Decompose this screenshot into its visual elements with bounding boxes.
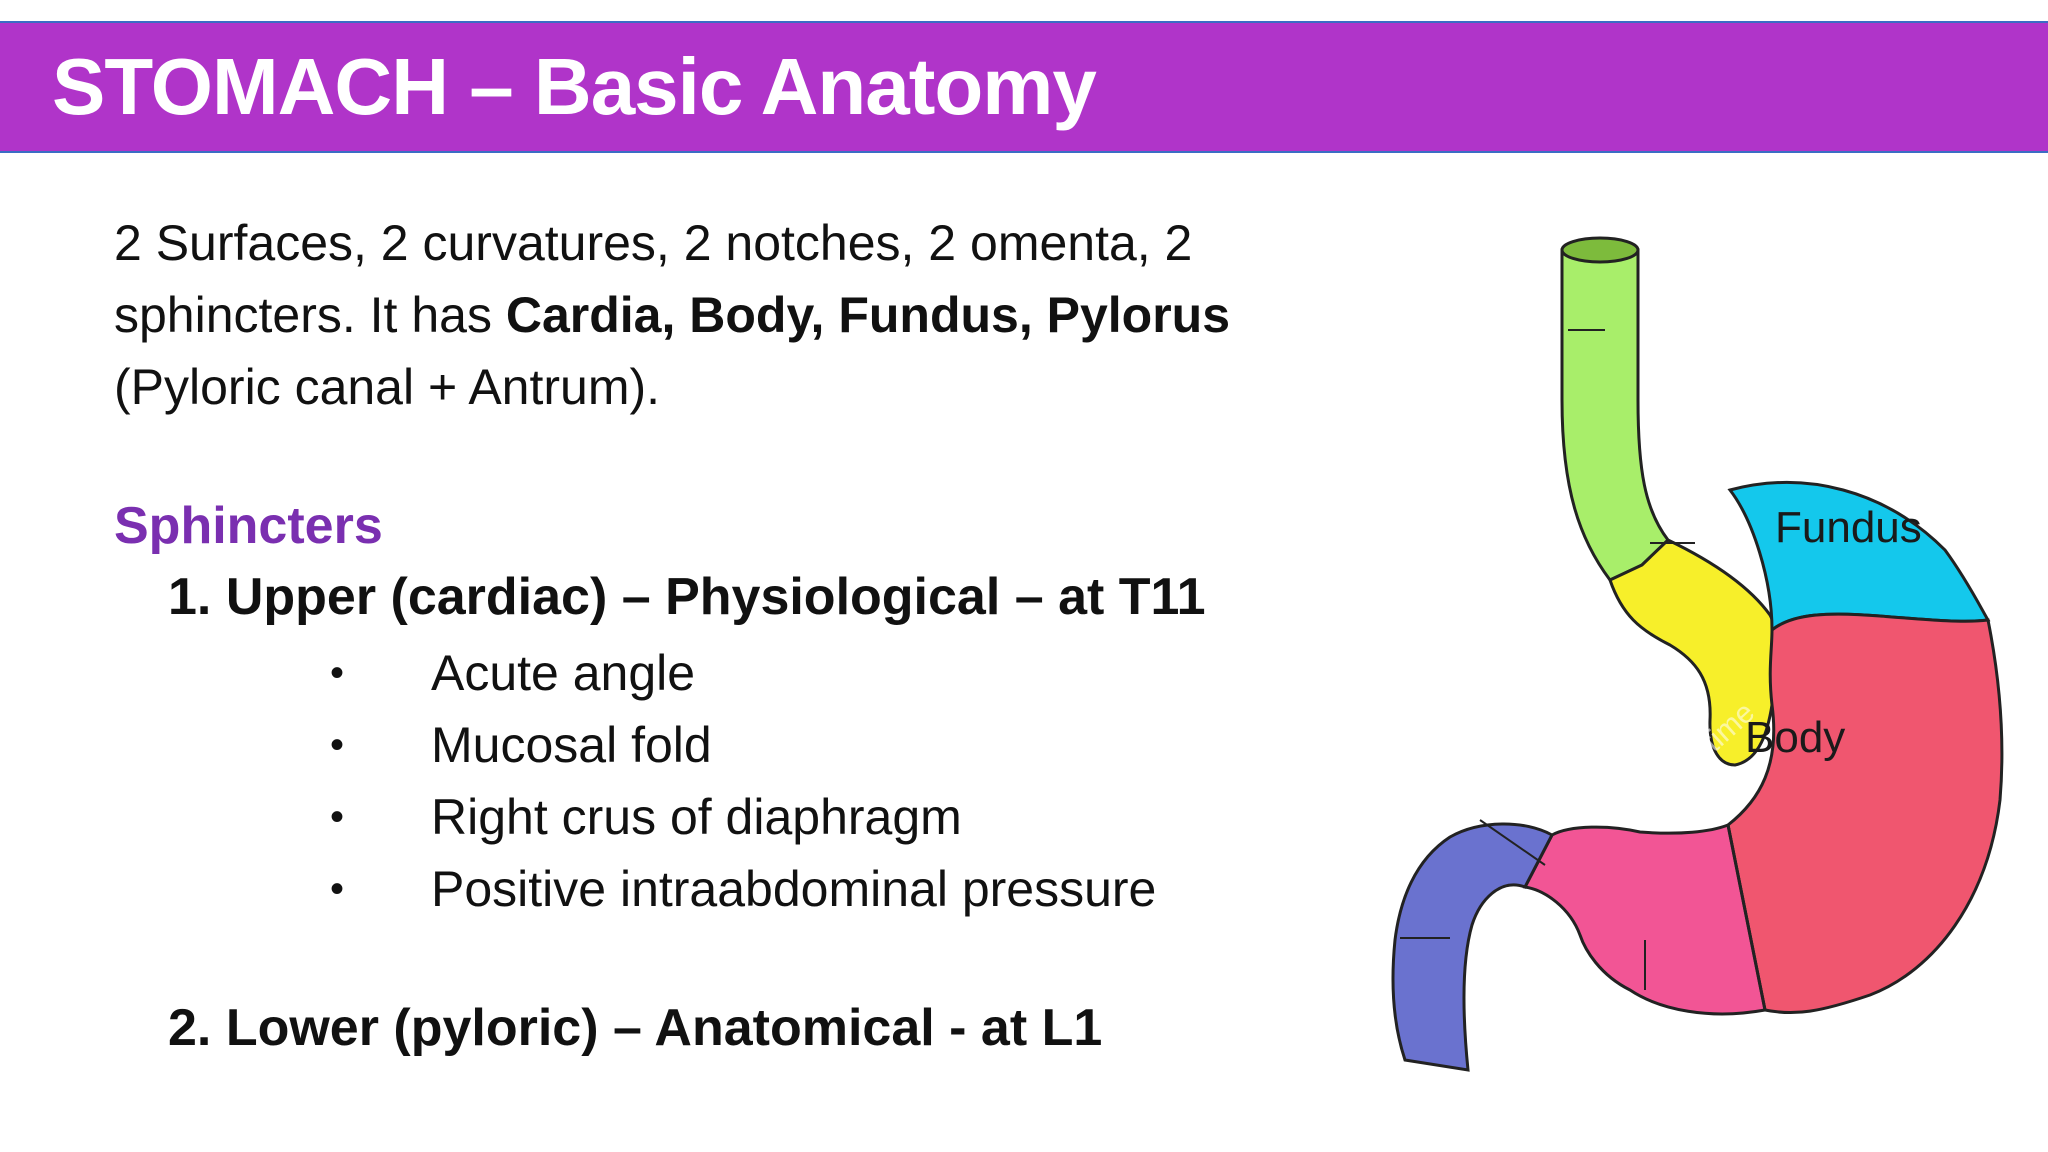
- upper-sphincter-item: 1. Upper (cardiac) – Physiological – at …: [168, 568, 1206, 626]
- bullet-dot-icon: •: [330, 723, 345, 767]
- fundus-label: Fundus: [1775, 503, 1922, 552]
- intro-paragraph: 2 Surfaces, 2 curvatures, 2 notches, 2 o…: [114, 207, 1294, 423]
- bullet-text: Mucosal fold: [431, 717, 712, 773]
- sphincters-heading: Sphincters: [114, 497, 383, 555]
- bullet-text: Right crus of diaphragm: [431, 789, 962, 845]
- intro-line-3: (Pyloric canal + Antrum).: [114, 359, 661, 415]
- lower-sphincter-item: 2. Lower (pyloric) – Anatomical - at L1: [168, 999, 1103, 1057]
- antrum-region: [1522, 822, 1767, 1016]
- divider-line: [1726, 824, 1767, 1011]
- pylorus-region: [1391, 822, 1555, 1072]
- intro-line-2: sphincters. It has: [114, 287, 506, 343]
- esophagus-region: [1560, 248, 1671, 582]
- bullet-dot-icon: •: [330, 867, 345, 911]
- bullet-text: Acute angle: [431, 645, 696, 701]
- body-region: [1726, 612, 2004, 1015]
- esophagus-opening: [1560, 236, 1640, 264]
- title-bar: STOMACH – Basic Anatomy: [0, 21, 2048, 153]
- bullet-text: Positive intraabdominal pressure: [431, 861, 1157, 917]
- bullet-dot-icon: •: [330, 651, 345, 695]
- cardia-region: [1608, 538, 1783, 767]
- slide-title: STOMACH – Basic Anatomy: [52, 42, 1097, 131]
- intro-parts-bold: Cardia, Body, Fundus, Pylorus: [505, 287, 1231, 343]
- divider-line: [1479, 819, 1546, 866]
- intro-line-1: 2 Surfaces, 2 curvatures, 2 notches, 2 o…: [114, 215, 1193, 271]
- body-label: Body: [1745, 713, 1845, 762]
- stomach-diagram: dreamstime Fundus Body: [1391, 236, 2004, 1072]
- bullet-dot-icon: •: [330, 795, 345, 839]
